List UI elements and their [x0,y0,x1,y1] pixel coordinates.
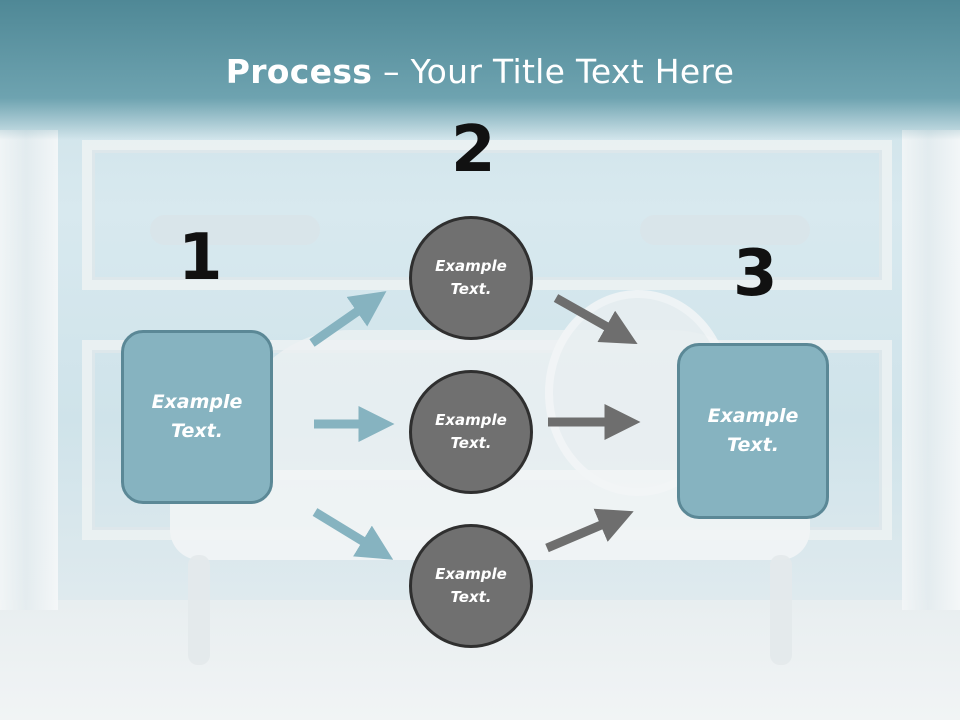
background-sofa-leg-right [770,555,792,665]
step-number-1: 1 [178,221,223,295]
arrow-to-top-node [309,291,387,347]
process-box-left-line2: Text. [171,420,223,442]
background-ornament-right [640,215,810,245]
background-ornament-left [150,215,320,245]
arrow-from-top-node [553,294,638,345]
process-box-right-line2: Text. [727,434,779,456]
process-box-right-line1: Example [707,405,799,427]
process-circle-bottom-line2: Text. [450,588,492,606]
process-circle-top-line1: Example [435,257,507,275]
step-number-3: 3 [733,237,778,311]
process-circle-bottom-line1: Example [435,565,507,583]
title-rest: – Your Title Text Here [372,52,735,91]
process-circle-middle-line1: Example [435,411,507,429]
process-circle-bottom: Example Text. [409,524,533,648]
background-sofa-leg-left [188,555,210,665]
background-pillar-left [0,130,58,610]
arrow-to-bottom-node [312,508,394,560]
process-box-left: Example Text. [121,330,273,504]
process-box-right: Example Text. [677,343,829,519]
process-circle-middle: Example Text. [409,370,533,494]
process-box-left-line1: Example [151,391,243,413]
process-circle-top-line2: Text. [450,280,492,298]
title-bar [0,0,960,140]
background-pillar-right [902,130,960,610]
title-bold: Process [225,52,373,91]
slide-title: Process – Your Title Text Here [0,52,960,91]
process-circle-top: Example Text. [409,216,533,340]
step-number-2: 2 [451,113,496,187]
arrow-from-bottom-node [545,508,634,553]
process-circle-middle-line2: Text. [450,434,492,452]
